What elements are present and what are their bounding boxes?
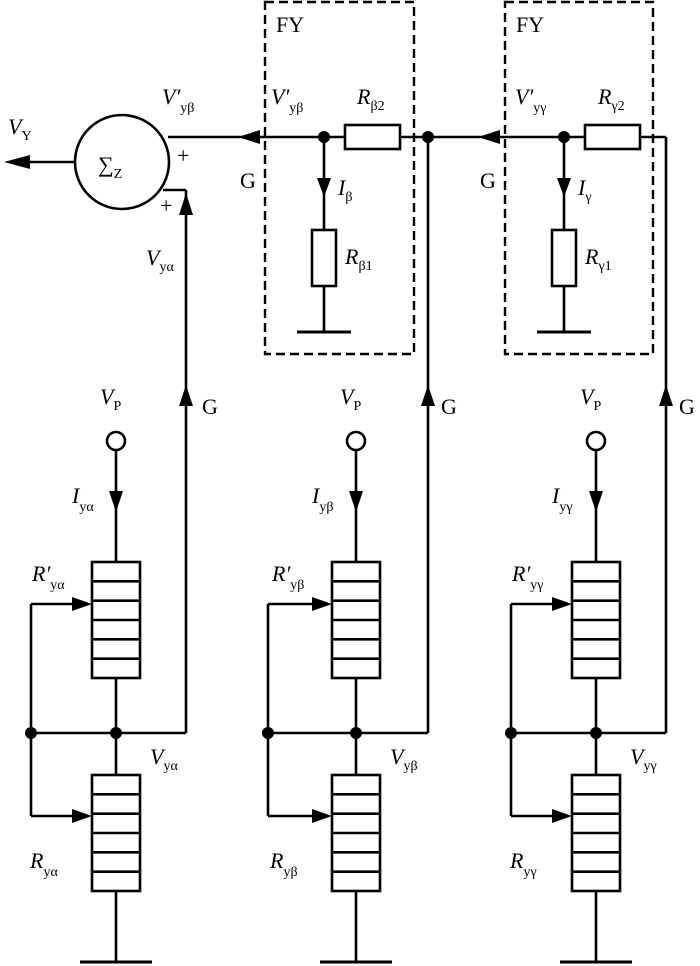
label-v-node: Vyβ <box>390 744 418 774</box>
label-r-beta1: Rβ1 <box>344 244 373 274</box>
summer-plus-top: + <box>177 143 189 168</box>
current-arrow-i-beta <box>317 178 331 197</box>
wiper-lower-arrow <box>312 809 332 823</box>
current-arrow-i-gamma <box>557 178 571 197</box>
label-i-beta: Iβ <box>337 175 352 205</box>
g-label-feed-gamma: G <box>679 394 695 419</box>
wiper-upper-arrow <box>72 597 92 611</box>
label-r: Ryβ <box>269 848 298 880</box>
label-r-gamma1: Rγ1 <box>584 244 612 274</box>
label-r-beta2: Rβ2 <box>356 84 385 114</box>
wiper-upper-arrow <box>552 597 572 611</box>
label-vp: VP <box>340 384 361 414</box>
resistor-r-beta2 <box>343 123 402 151</box>
resistor-r-beta1 <box>310 228 338 288</box>
vp-terminal <box>345 430 367 452</box>
label-r-gamma2: Rγ2 <box>597 84 625 114</box>
label-i-gamma: Iγ <box>577 175 592 205</box>
current-arrow <box>349 491 363 512</box>
label-current: Iyβ <box>311 483 333 515</box>
label-current: Iyα <box>71 483 94 515</box>
label-r: Ryα <box>29 848 58 880</box>
junction-dot <box>590 727 602 739</box>
g-label-feed-alpha: G <box>202 394 218 419</box>
wiper-lower-arrow <box>72 809 92 823</box>
wiper-upper-arrow <box>312 597 332 611</box>
fy-label-beta: FY <box>276 12 304 37</box>
label-r-prime: R′yα <box>31 561 65 593</box>
label-v-yg-prime: V′yγ <box>515 84 546 116</box>
label-v-ya-top: Vyα <box>146 245 174 275</box>
label-v-node: Vyα <box>150 744 178 774</box>
resistor-r-gamma2 <box>583 123 642 151</box>
fy-box-beta <box>263 0 416 356</box>
label-v-yb-prime-inner: V′yβ <box>271 84 303 116</box>
label-v-node: Vyγ <box>630 744 657 774</box>
g-label-bus-beta: G <box>240 168 256 193</box>
summer-circle <box>73 113 171 211</box>
summer-plus-bottom: + <box>160 193 172 218</box>
bus-arrow-beta <box>238 130 260 144</box>
label-vp: VP <box>100 384 121 414</box>
junction-dot <box>110 727 122 739</box>
fy-box-gamma <box>503 0 655 356</box>
wiper-lower-arrow <box>552 809 572 823</box>
feed-arrow-alpha-top <box>179 193 193 215</box>
feed-arrow-alpha-g <box>179 385 193 406</box>
feed-arrow-gamma-g <box>659 385 673 406</box>
vp-terminal <box>105 430 127 452</box>
feed-arrow-beta-g <box>421 385 435 406</box>
resistor-r-gamma1 <box>550 228 578 288</box>
current-arrow <box>589 491 603 512</box>
current-arrow <box>109 491 123 512</box>
label-r-prime: R′yβ <box>271 561 304 593</box>
vp-terminal <box>585 430 607 452</box>
label-r-prime: R′yγ <box>511 561 543 593</box>
label-vp: VP <box>580 384 601 414</box>
g-label-bus-gamma: G <box>480 168 496 193</box>
label-v-yb-prime-outer: V′yβ <box>162 84 194 116</box>
bus-arrow-gamma <box>478 130 500 144</box>
label-current: Iyγ <box>551 483 573 515</box>
output-label: VY <box>8 114 32 144</box>
g-label-feed-beta: G <box>441 394 457 419</box>
output-arrow <box>4 155 30 169</box>
label-r: Ryγ <box>509 848 537 880</box>
summer-symbol: ∑Z <box>98 152 122 182</box>
junction-dot <box>350 727 362 739</box>
fy-label-gamma: FY <box>516 12 544 37</box>
